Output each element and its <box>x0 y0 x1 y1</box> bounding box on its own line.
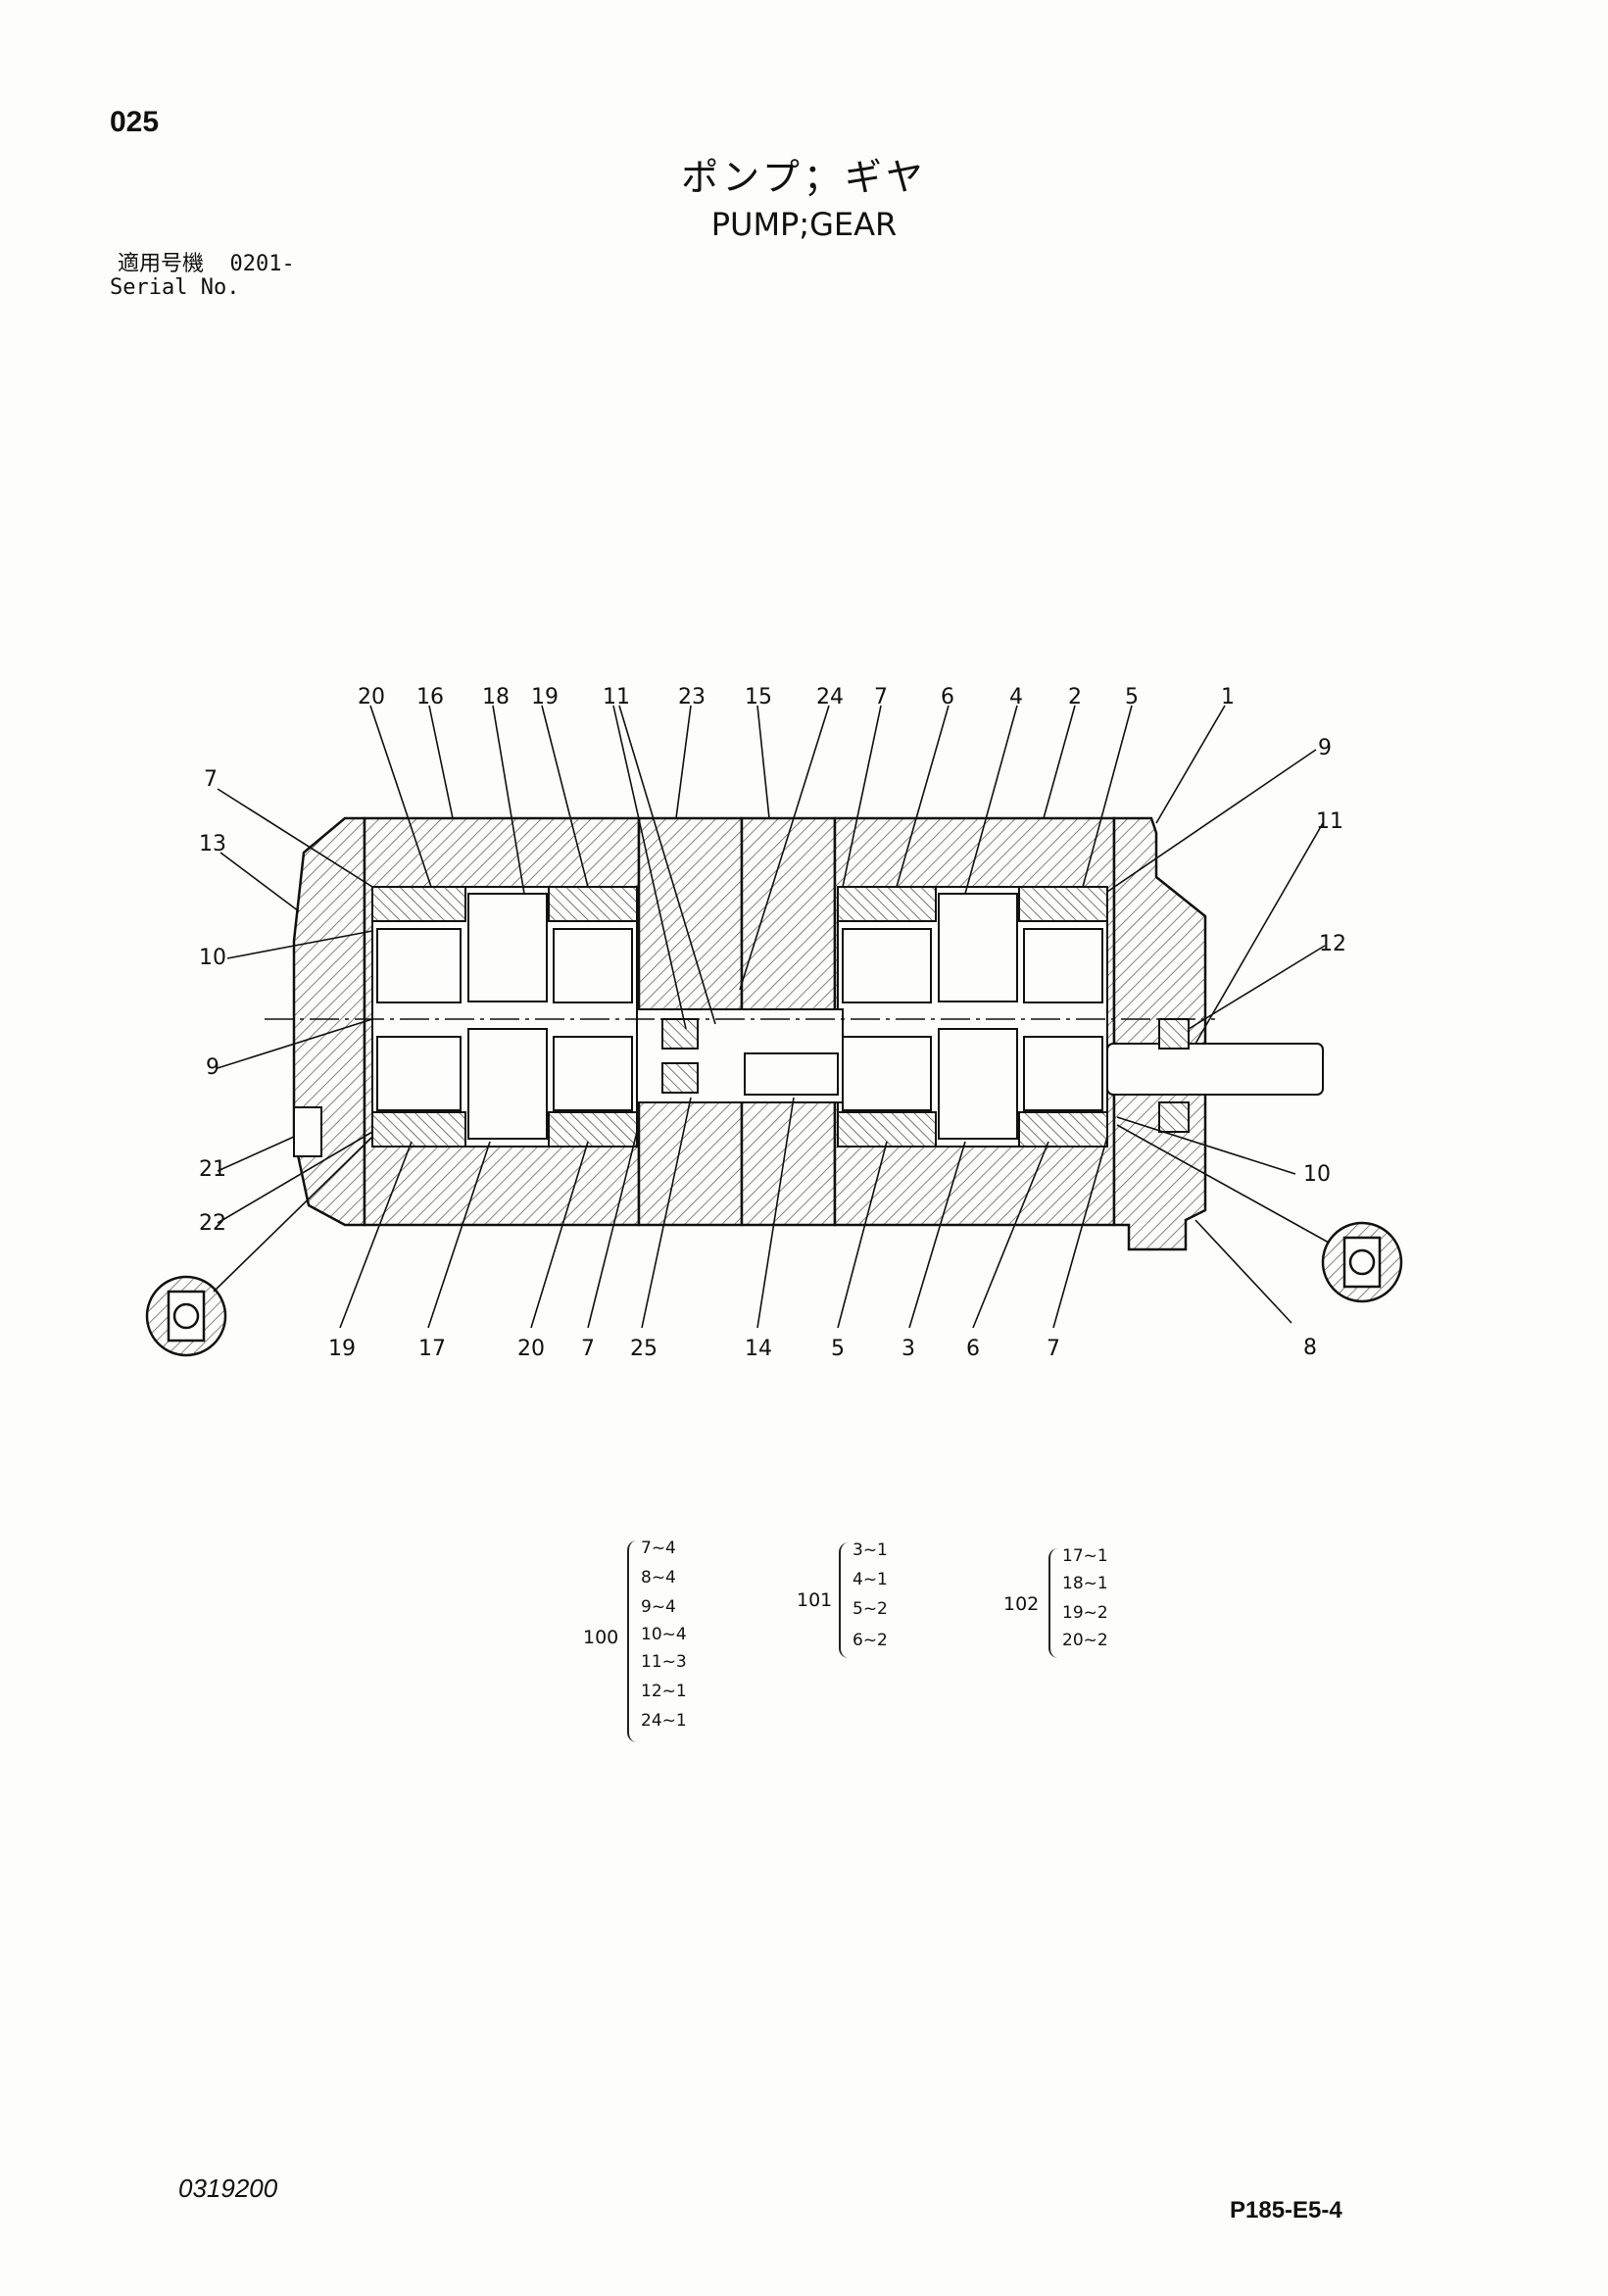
gear-rear-lower <box>938 1028 1018 1140</box>
callouts-bottom: 19 17 20 7 25 14 5 3 6 7 <box>328 1337 1060 1361</box>
callout-label: 4 <box>1009 685 1023 709</box>
kit-item: 8~4 <box>641 1568 676 1588</box>
callout-label: 13 <box>199 832 226 856</box>
page-number: 025 <box>110 106 160 138</box>
drive-shaft <box>1106 1043 1324 1096</box>
kit-item: 9~4 <box>641 1597 676 1617</box>
serial-line-jp: 適用号機 0201- <box>118 253 295 276</box>
callout-label: 19 <box>328 1337 356 1361</box>
callout-label: 21 <box>199 1157 226 1182</box>
gear-rear-upper <box>938 893 1018 1002</box>
callout-label: 3 <box>901 1337 915 1361</box>
callout-label: 8 <box>1303 1336 1317 1360</box>
kit-item: 18~1 <box>1062 1574 1108 1593</box>
kit-item: 20~2 <box>1062 1631 1108 1650</box>
coupling <box>744 1052 839 1096</box>
callouts-left: 7 13 10 9 21 22 <box>199 767 226 1236</box>
leader-lines <box>217 705 1326 1329</box>
callout-label: 5 <box>831 1337 845 1361</box>
callout-label: 22 <box>199 1211 226 1236</box>
kit-item: 3~1 <box>853 1540 888 1560</box>
callout-label: 25 <box>630 1337 658 1361</box>
kit-label: 100 <box>583 1627 619 1648</box>
front-cover <box>292 816 366 1227</box>
callout-label: 2 <box>1068 685 1082 709</box>
callout-label: 17 <box>418 1337 446 1361</box>
kit-item: 10~4 <box>641 1625 687 1644</box>
kit-item: 17~1 <box>1062 1546 1108 1566</box>
document-code: 0319200 <box>178 2174 278 2203</box>
kit-item: 24~1 <box>641 1711 687 1731</box>
callout-label: 12 <box>1319 932 1346 956</box>
callout-label: 6 <box>941 685 954 709</box>
callout-label: 11 <box>603 685 630 709</box>
kit-item: 7~4 <box>641 1539 676 1558</box>
title-japanese: ポンプ；ギヤ <box>681 156 927 199</box>
callout-label: 1 <box>1221 685 1235 709</box>
callout-label: 15 <box>745 685 772 709</box>
kit-item: 5~2 <box>853 1599 888 1619</box>
callout-label: 7 <box>874 685 888 709</box>
callouts-top: 20 16 18 19 11 23 15 24 7 6 4 2 5 1 <box>358 685 1235 709</box>
callout-label: 6 <box>966 1337 980 1361</box>
kit-item: 19~2 <box>1062 1603 1108 1623</box>
callout-label: 10 <box>1303 1162 1331 1187</box>
callout-label: 9 <box>206 1055 219 1080</box>
kit-item: 6~2 <box>853 1631 888 1650</box>
kit-102: 102 17~1 18~1 19~2 20~2 <box>1001 1546 1158 1674</box>
gear-front-lower <box>467 1028 548 1140</box>
callout-label: 20 <box>517 1337 545 1361</box>
callout-label: 19 <box>531 685 559 709</box>
callout-label: 7 <box>581 1337 595 1361</box>
callouts-right: 9 11 12 10 8 <box>1303 736 1346 1360</box>
kit-101: 101 3~1 4~1 5~2 6~2 <box>792 1540 939 1668</box>
bearing-center <box>661 1018 699 1050</box>
kit-100: 100 7~4 8~4 9~4 10~4 11~3 12~1 24~1 <box>578 1539 735 1754</box>
page-reference: P185-E5-4 <box>1230 2197 1342 2223</box>
gear-front-upper <box>467 893 548 1002</box>
callout-label: 7 <box>1047 1337 1060 1361</box>
kit-item: 12~1 <box>641 1682 687 1701</box>
bearing-rear <box>1158 1018 1190 1050</box>
detail-circle-left <box>145 1136 373 1357</box>
serial-value: 0201- <box>229 252 295 276</box>
kit-label: 102 <box>1003 1593 1040 1615</box>
kit-brace <box>839 1542 849 1658</box>
kit-item: 4~1 <box>853 1570 888 1589</box>
bushings <box>371 886 1108 1148</box>
callout-label: 9 <box>1318 736 1332 760</box>
kit-item: 11~3 <box>641 1652 687 1672</box>
callout-label: 5 <box>1125 685 1139 709</box>
kit-brace <box>1048 1548 1058 1658</box>
callout-label: 24 <box>816 685 844 709</box>
callout-label: 10 <box>199 946 226 970</box>
serial-label-jp: 適用号機 <box>118 252 205 276</box>
serial-label-en: Serial No. <box>110 275 240 300</box>
callout-label: 20 <box>358 685 385 709</box>
kit-label: 101 <box>797 1589 833 1611</box>
gears <box>376 893 1103 1140</box>
callout-label: 18 <box>482 685 510 709</box>
detail-circle-right <box>1116 1124 1403 1303</box>
callout-label: 16 <box>416 685 444 709</box>
title-english: PUMP;GEAR <box>710 206 898 243</box>
shaft <box>661 1018 1324 1133</box>
callout-label: 14 <box>745 1337 772 1361</box>
callout-label: 7 <box>204 767 218 792</box>
callout-label: 11 <box>1316 809 1343 834</box>
callout-label: 23 <box>678 685 706 709</box>
kit-brace <box>627 1540 637 1742</box>
port-plug <box>293 1106 322 1157</box>
